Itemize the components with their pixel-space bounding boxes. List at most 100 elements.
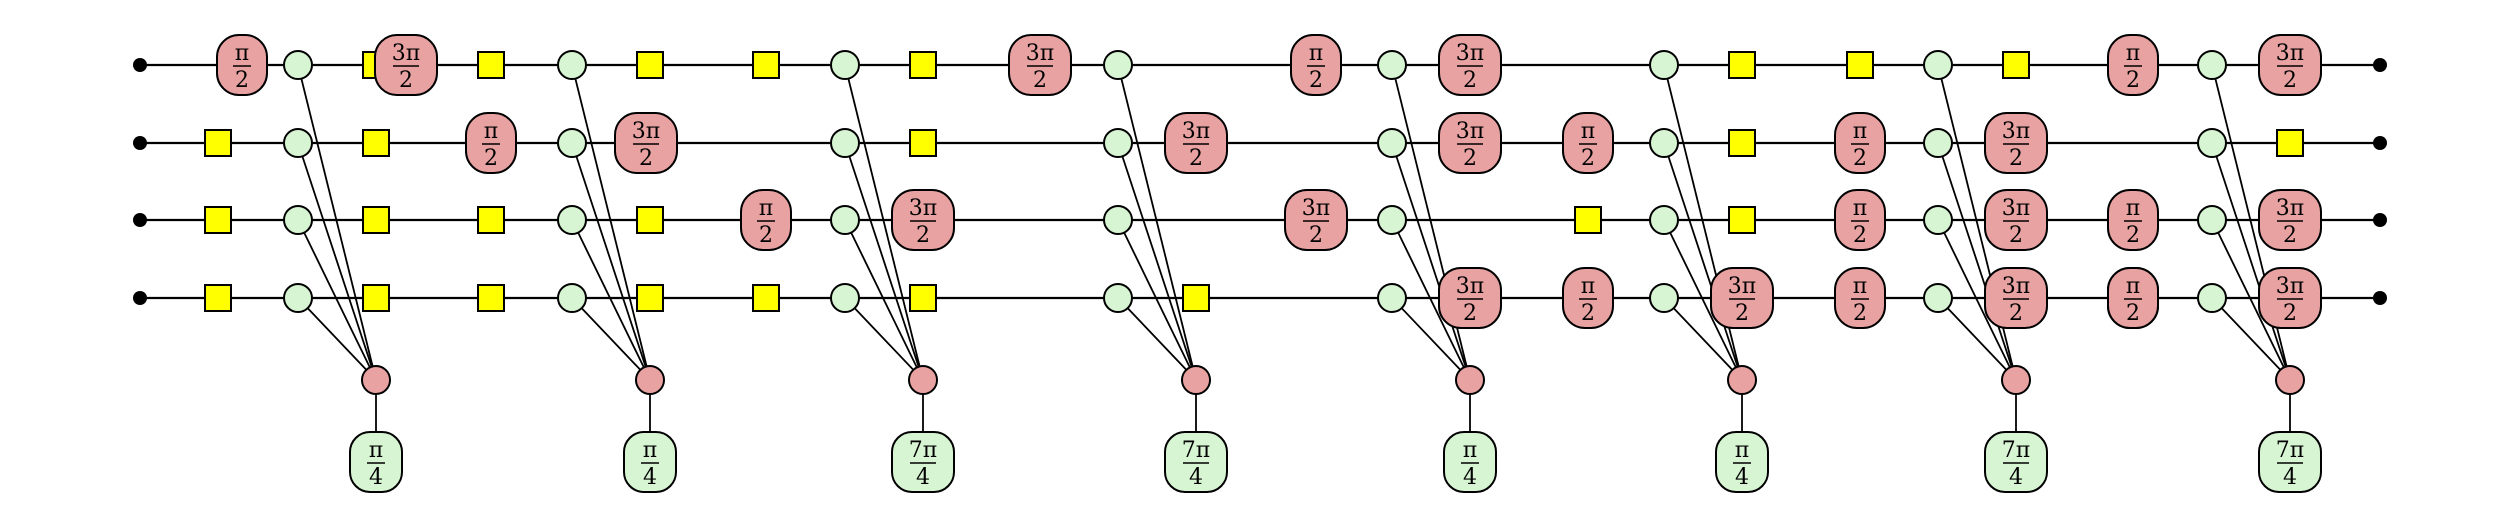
- gadget-edge: [1391, 142, 1471, 381]
- x-phase-spider: [740, 189, 792, 251]
- z-spider: [1103, 205, 1133, 235]
- x-phase-14-numerator: π: [1853, 274, 1867, 299]
- x-phase-spider: [216, 34, 268, 96]
- x-phase-4-numerator: π: [759, 196, 773, 221]
- hadamard-box: [362, 129, 390, 157]
- gadget-edge: [297, 297, 377, 381]
- gadget-0-phase-denominator: 4: [369, 465, 383, 490]
- z-spider: [557, 283, 587, 313]
- z-spider: [1649, 205, 1679, 235]
- gadget-edge: [297, 142, 377, 381]
- gadget-edge: [297, 64, 377, 381]
- hadamard-box: [204, 206, 232, 234]
- gadget-5-phase-denominator: 4: [1735, 465, 1749, 490]
- gadget-edge: [2211, 219, 2291, 381]
- x-spider-gadget: [1181, 365, 1211, 395]
- input-boundary-3: [133, 291, 147, 305]
- gadget-edge: [1663, 142, 1743, 381]
- x-phase-gate-12: π2: [1290, 34, 1342, 96]
- x-phase-17-denominator: 2: [1463, 301, 1477, 326]
- x-phase-2-numerator: π: [484, 119, 498, 144]
- gadget-0-phase-numerator: π: [369, 438, 383, 463]
- gadget-4-phase-denominator: 4: [1463, 465, 1477, 490]
- x-phase-1-denominator: 2: [399, 68, 413, 93]
- x-phase-gate-9: 3π2: [1008, 34, 1072, 96]
- x-phase-28-numerator: π: [2126, 274, 2140, 299]
- x-phase-1-numerator: 3π: [392, 41, 420, 66]
- x-phase-13-denominator: 2: [1581, 146, 1595, 171]
- x-phase-27-numerator: π: [2126, 196, 2140, 221]
- x-spider-gadget: [2001, 365, 2031, 395]
- x-phase-29-numerator: 3π: [2276, 41, 2304, 66]
- x-phase-gate-20: π2: [1834, 112, 1886, 174]
- hadamard-box: [204, 284, 232, 312]
- x-phase-gate-26: π2: [2107, 34, 2159, 96]
- gadget-2-phase-denominator: 4: [916, 465, 930, 490]
- x-spider-gadget: [1455, 365, 1485, 395]
- x-phase-3-denominator: 2: [639, 146, 653, 171]
- output-boundary-3: [2373, 291, 2387, 305]
- x-spider-gadget: [908, 365, 938, 395]
- x-phase-gate-27: π2: [2107, 189, 2159, 251]
- qubit-wires: [140, 63, 2380, 300]
- gadget-phase-7: 7π4: [2258, 431, 2322, 493]
- x-phase-16-numerator: 3π: [1456, 119, 1484, 144]
- x-phase-gate-5: 3π2: [891, 189, 955, 251]
- x-phase-gate-28: π2: [2107, 267, 2159, 329]
- x-phase-11-numerator: 3π: [1302, 196, 1330, 221]
- x-phase-11-denominator: 2: [1309, 223, 1323, 248]
- x-phase-gate-21: π2: [1834, 189, 1886, 251]
- hadamard-box: [1182, 284, 1210, 312]
- gadget-edge: [2211, 297, 2291, 381]
- x-spider-gadget: [361, 365, 391, 395]
- gadget-6-phase-numerator: 7π: [2002, 438, 2030, 463]
- z-spider: [1649, 128, 1679, 158]
- x-phase-spider: [1562, 112, 1614, 174]
- x-phase-spider: [2107, 34, 2159, 96]
- z-spider: [830, 128, 860, 158]
- x-phase-18-denominator: 2: [1581, 301, 1595, 326]
- x-phase-20-denominator: 2: [1853, 146, 1867, 171]
- gadget-edge: [571, 64, 651, 381]
- z-spider: [1377, 283, 1407, 313]
- z-phase-spider: [1164, 431, 1228, 493]
- x-phase-gate-30: 3π2: [2258, 189, 2322, 251]
- x-phase-27-denominator: 2: [2126, 223, 2140, 248]
- gadget-edge: [571, 142, 651, 381]
- hadamard-box: [909, 129, 937, 157]
- gadget-7-phase-denominator: 4: [2283, 465, 2297, 490]
- x-phase-spider: [1284, 189, 1348, 251]
- x-phase-24-numerator: 3π: [2002, 196, 2030, 221]
- x-phase-spider: [2258, 189, 2322, 251]
- hadamard-box: [909, 284, 937, 312]
- gadget-edge: [1391, 219, 1471, 381]
- x-phase-12-denominator: 2: [1309, 68, 1323, 93]
- hadamard-box: [362, 206, 390, 234]
- x-phase-spider: [2107, 267, 2159, 329]
- gadget-phase-6: 7π4: [1984, 431, 2048, 493]
- x-phase-4-denominator: 2: [759, 223, 773, 248]
- gadget-phase-3: 7π4: [1164, 431, 1228, 493]
- z-spider: [830, 50, 860, 80]
- x-phase-0-numerator: π: [235, 41, 249, 66]
- gadget-edge: [1117, 64, 1197, 381]
- x-phase-spider: [1562, 267, 1614, 329]
- hadamard-box: [477, 284, 505, 312]
- output-boundary-1: [2373, 136, 2387, 150]
- hadamard-box: [636, 206, 664, 234]
- hadamard-box: [909, 51, 937, 79]
- hadamard-box: [477, 206, 505, 234]
- x-phase-13-numerator: π: [1581, 119, 1595, 144]
- x-phase-26-numerator: π: [2126, 41, 2140, 66]
- z-spider: [2197, 283, 2227, 313]
- x-phase-17-numerator: 3π: [1456, 274, 1484, 299]
- gadget-edge: [297, 219, 377, 381]
- hadamard-box: [1728, 129, 1756, 157]
- x-phase-spider: [891, 189, 955, 251]
- hadamard-box: [362, 284, 390, 312]
- x-phase-21-denominator: 2: [1853, 223, 1867, 248]
- z-spider: [1377, 50, 1407, 80]
- z-phase-spider: [623, 431, 677, 493]
- x-phase-29-denominator: 2: [2283, 68, 2297, 93]
- gadget-edge: [1663, 297, 1743, 381]
